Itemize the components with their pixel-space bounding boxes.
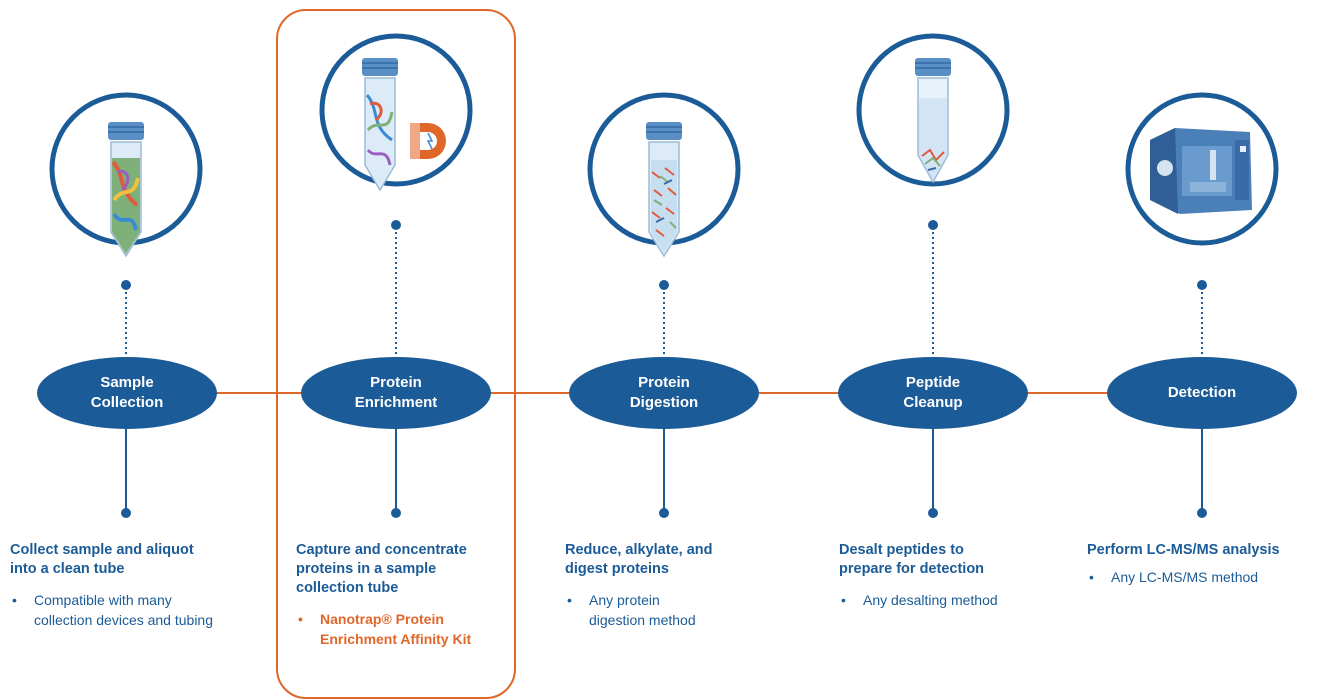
tube-with-magnet-icon (362, 58, 446, 192)
step-protein-enrichment (301, 33, 491, 518)
tube-clean-icon (915, 58, 951, 184)
step-protein-digestion (569, 92, 759, 518)
step-ellipse (569, 357, 759, 429)
bullet-list: • Any desalting method (839, 590, 1079, 610)
step-ellipse (838, 357, 1028, 429)
workflow-diagram (37, 33, 1297, 518)
step-ellipse (301, 357, 491, 429)
step-ellipse (37, 357, 217, 429)
step-sample-collection (37, 92, 217, 518)
tube-colorful-icon (108, 122, 144, 258)
bullet-item: • Any desalting method (841, 592, 998, 608)
step-label-detection: Detection (1167, 384, 1237, 401)
tube-digest-icon (646, 122, 682, 258)
step-description-title: Perform LC-MS/MS analysis (1087, 542, 1280, 558)
step-ellipse (1107, 357, 1297, 429)
step-peptide-cleanup (838, 33, 1028, 518)
step-detection (1107, 92, 1297, 518)
icon-circle (319, 33, 473, 187)
mass-spectrometer-icon (1150, 128, 1252, 214)
bullet-list: • Any LC-MS/MS method (1087, 567, 1327, 587)
bullet-item: • Any LC-MS/MS method (1089, 569, 1259, 585)
